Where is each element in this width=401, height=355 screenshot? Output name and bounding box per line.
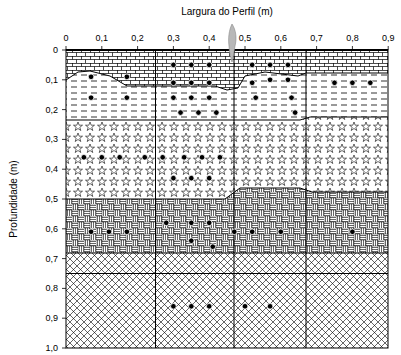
soil-layer-2 (66, 71, 388, 120)
tick-label: 1,0 (45, 344, 58, 353)
tick-label: 0,9 (382, 34, 395, 43)
tick-label: 0,3 (45, 135, 58, 144)
layer-boundaries (66, 50, 388, 348)
tick-label: 0,7 (310, 34, 323, 43)
tick-label: 0,4 (203, 34, 216, 43)
tick-label: 0,1 (45, 75, 58, 84)
root-dots (81, 62, 373, 309)
soil-layer-4 (66, 188, 388, 253)
soil-layer-3 (66, 117, 388, 199)
tick-label: 0,5 (239, 34, 252, 43)
tick-label: 0,5 (45, 195, 58, 204)
tick-label: 0,7 (45, 254, 58, 263)
tick-label: 0,3 (167, 34, 180, 43)
tick-label: 0,8 (45, 284, 58, 293)
axis-title: Profundidade (m) (9, 160, 19, 237)
tick-label: 0,6 (45, 224, 58, 233)
tick-label: 0,4 (45, 165, 58, 174)
axis-ticks (62, 46, 388, 348)
tick-label: 0,2 (45, 105, 58, 114)
root-symbol (229, 24, 236, 62)
tick-label: 0,1 (96, 34, 109, 43)
tick-label: 0,2 (131, 34, 144, 43)
tick-label: 0,8 (346, 34, 359, 43)
axis-title: Largura do Perfil (m) (181, 7, 273, 17)
tick-label: 0 (53, 46, 58, 55)
soil-layer-5 (66, 253, 388, 348)
tick-label: 0,6 (275, 34, 288, 43)
tick-label: 0 (63, 34, 68, 43)
tick-label: 0,9 (45, 314, 58, 323)
